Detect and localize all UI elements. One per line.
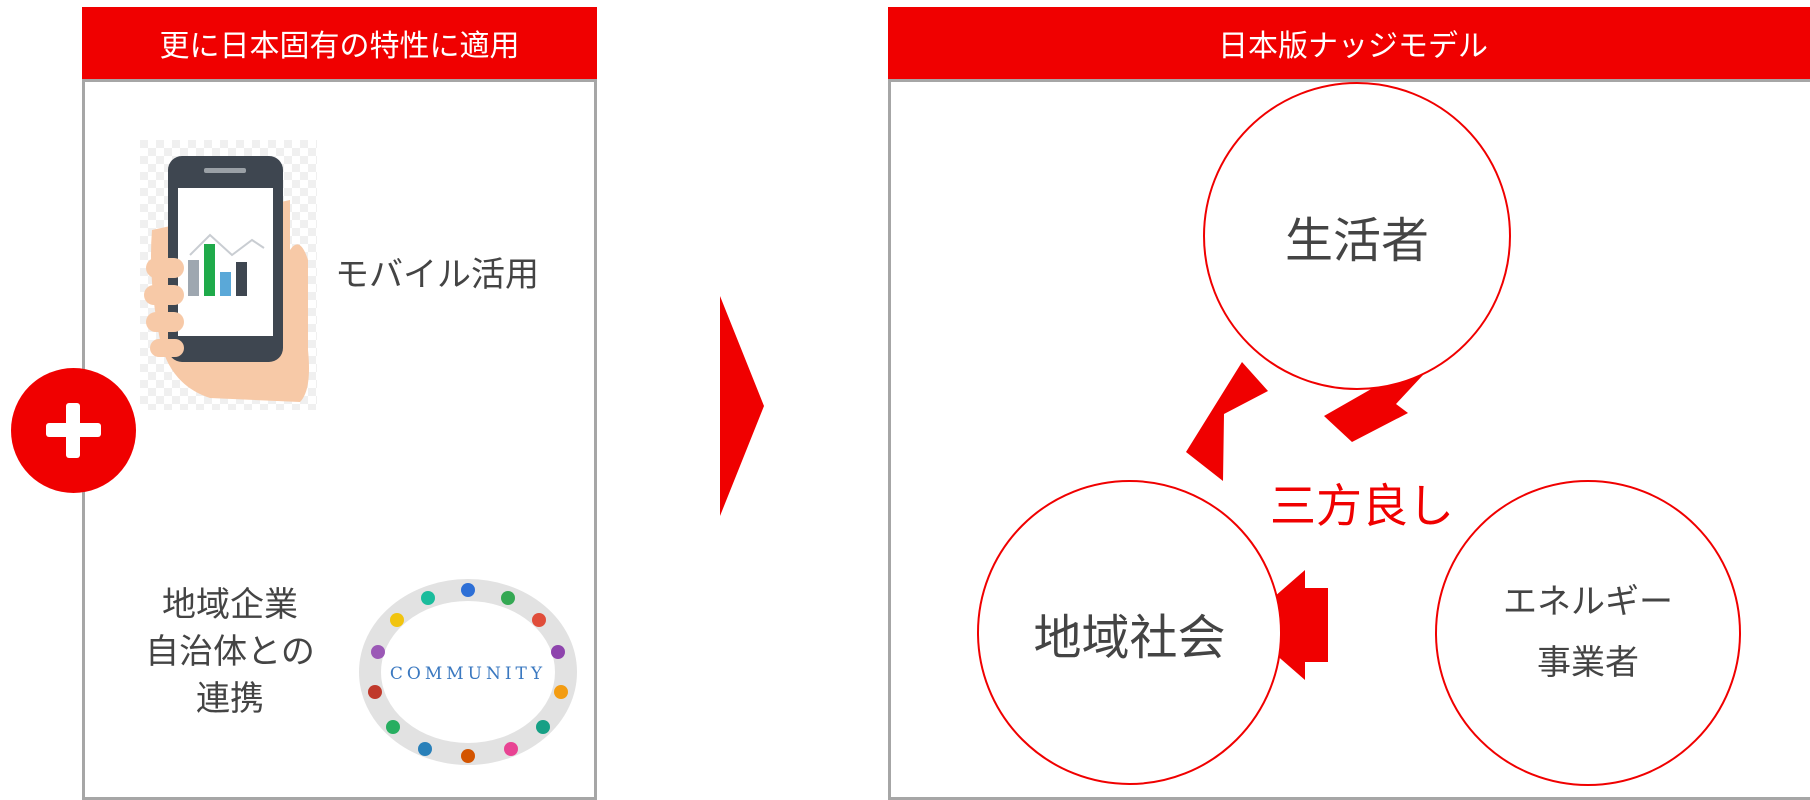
node-consumer-label: 生活者 <box>1284 213 1429 269</box>
node-community-label: 地域社会 <box>1033 609 1226 666</box>
label-line: 連携 <box>196 678 264 719</box>
node-energy-provider: エネルギー 事業者 <box>1435 480 1741 786</box>
community-image-text: COMMUNITY <box>390 664 546 684</box>
node-energy-line: 事業者 <box>1537 643 1639 683</box>
right-triangle-arrow-icon <box>720 296 764 516</box>
mobile-usage-label: モバイル活用 <box>335 255 539 295</box>
three-way-benefit-label: 三方良し <box>1270 479 1454 533</box>
left-panel: 更に日本固有の特性に適用 モバイル活用 地域企業 自治体との <box>82 7 597 800</box>
smartphone-chart-icon <box>140 140 317 410</box>
node-consumer: 生活者 <box>1203 82 1511 390</box>
node-energy-line: エネルギー <box>1503 581 1673 622</box>
left-panel-header: 更に日本固有の特性に適用 <box>82 7 597 82</box>
regional-collaboration-label: 地域企業 自治体との 連携 <box>125 582 335 723</box>
right-panel-header: 日本版ナッジモデル <box>888 7 1810 82</box>
node-community: 地域社会 <box>977 480 1282 785</box>
plus-icon <box>11 368 136 493</box>
community-circle-icon: COMMUNITY <box>359 579 577 765</box>
arrow-up-right-icon <box>1186 362 1268 481</box>
label-line: 地域企業 <box>162 585 298 625</box>
arrow-left-icon <box>1242 570 1328 680</box>
arrow-down-right-icon <box>1324 368 1423 442</box>
label-line: 自治体との <box>145 631 315 672</box>
